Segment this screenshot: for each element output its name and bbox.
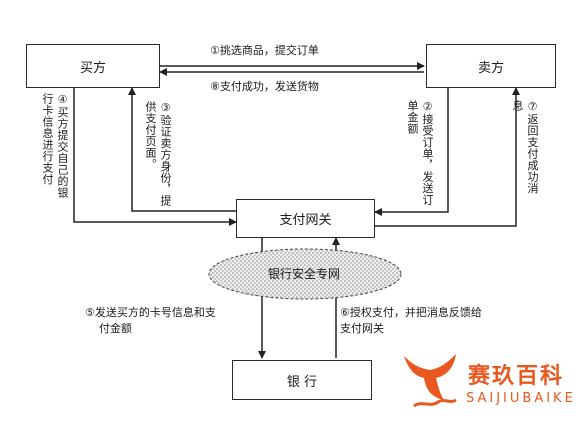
- step4-line2: 行卡信息进行支付: [41, 93, 54, 185]
- step8-label: ⑧支付成功，发送货物: [210, 80, 319, 93]
- watermark-brand-en: SAIJIUBAIKE: [466, 391, 576, 406]
- buyer-label: 买方: [79, 60, 106, 76]
- gateway-box: 支付网关: [236, 199, 375, 238]
- step7-line1: ⑦返回支付成功消: [526, 100, 539, 194]
- step2-line1: ②接受订单，发送订: [421, 100, 434, 206]
- step5-line1: ⑤发送买方的卡号信息和支: [85, 306, 216, 319]
- step2-label: ②接受订单，发送订 单金额: [405, 100, 434, 206]
- buyer-box: 买方: [26, 44, 160, 88]
- step4-label: ④买方提交自己的银 行卡信息进行支付: [40, 93, 69, 199]
- step5-label: ⑤发送买方的卡号信息和支 付金额: [85, 305, 216, 337]
- seller-label: 卖方: [477, 60, 504, 76]
- arrow-step2: [374, 88, 449, 216]
- step3-label: ③验证卖方身份，提 供支付页面。: [143, 101, 172, 207]
- seller-box: 卖方: [426, 44, 556, 88]
- whale-tail-logo-icon: [404, 354, 457, 408]
- step6-line1: ⑥授权支付，并把消息反馈给: [340, 306, 482, 319]
- step7-line2: 息: [511, 100, 524, 112]
- gateway-label: 支付网关: [279, 213, 332, 228]
- step5-line2: 付金额: [99, 322, 132, 335]
- network-label: 银行安全专网: [268, 267, 341, 281]
- step6-label: ⑥授权支付，并把消息反馈给 支付网关: [340, 305, 482, 337]
- bank-label: 银 行: [286, 374, 318, 390]
- watermark-brand-cn: 赛玖百科: [468, 364, 565, 389]
- step6-line2: 支付网关: [340, 322, 384, 335]
- step2-line2: 单金额: [406, 100, 419, 135]
- step7-label: ⑦返回支付成功消 息: [510, 100, 539, 194]
- network-ellipse: [208, 248, 402, 300]
- arrow-step3: [128, 87, 236, 212]
- bank-box: 银 行: [232, 360, 372, 400]
- step3-line1: ③验证卖方身份，提: [159, 101, 172, 207]
- step3-line2: 供支付页面。: [144, 101, 157, 170]
- step4-line1: ④买方提交自己的银: [56, 93, 69, 199]
- arrow-step4: [73, 88, 237, 226]
- arrow-step7: [375, 87, 520, 227]
- step1-label: ①挑选商品，提交订单: [210, 44, 319, 57]
